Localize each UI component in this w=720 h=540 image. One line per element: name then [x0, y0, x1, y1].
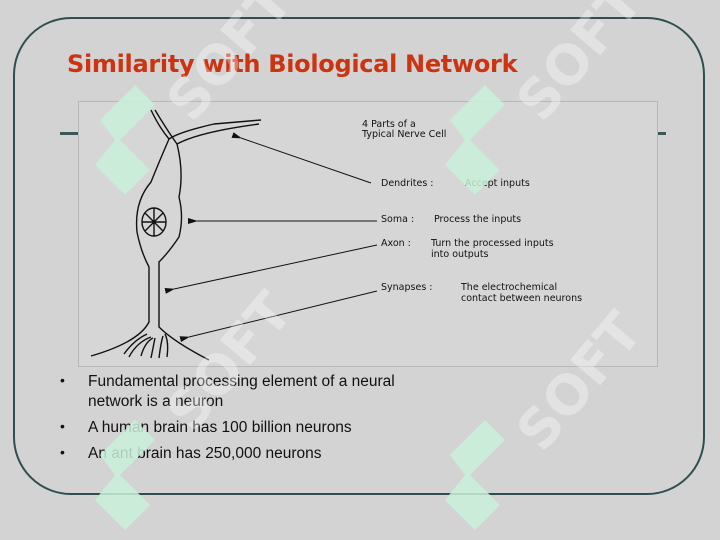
diagram-heading-line2: Typical Nerve Cell — [362, 129, 447, 140]
synapses-term: Synapses : — [381, 282, 433, 293]
neuron-drawing — [90, 109, 378, 361]
title-rule-right — [656, 132, 666, 135]
dendrites-term: Dendrites : — [381, 178, 434, 189]
axon-desc-2: into outputs — [431, 249, 489, 260]
title-rule-left — [60, 132, 80, 135]
soma-desc: Process the inputs — [434, 214, 522, 225]
bullet-list: Fundamental processing element of a neur… — [60, 370, 420, 470]
axon-desc: Turn the processed inputs — [431, 238, 554, 249]
diagram-heading-line1: 4 Parts of a — [362, 119, 416, 130]
slide-title: Similarity with Biological Network — [67, 50, 518, 78]
dendrites-desc: Accept inputs — [465, 178, 530, 189]
bullet-item: An ant brain has 250,000 neurons — [60, 442, 420, 464]
bullet-item: Fundamental processing element of a neur… — [60, 370, 420, 412]
axon-term: Axon : — [381, 238, 411, 249]
nerve-cell-diagram: 4 Parts of a Typical Nerve Cell Dendrite… — [78, 101, 658, 367]
bullet-item: A human brain has 100 billion neurons — [60, 416, 420, 438]
slide-frame — [13, 17, 705, 495]
synapses-desc-2: contact between neurons — [461, 293, 583, 304]
synapses-desc: The electrochemical — [461, 282, 558, 293]
soma-term: Soma : — [381, 214, 415, 225]
